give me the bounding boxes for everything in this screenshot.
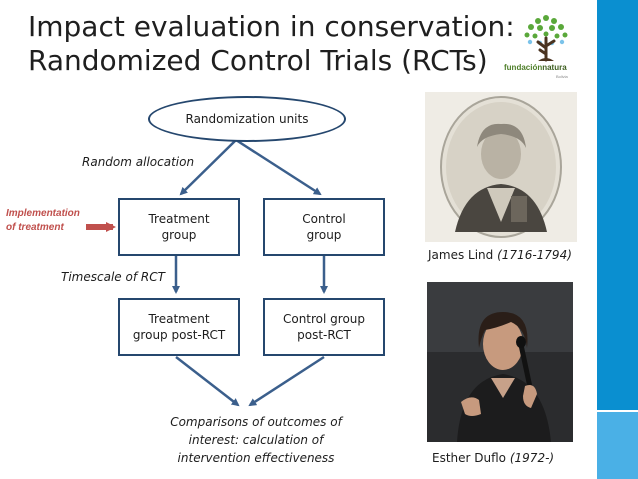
- timescale-label: Timescale of RCT: [61, 270, 165, 284]
- implementation-label: Implementation of treatment: [6, 207, 80, 235]
- logo-wordmark: fundaciónnatura: [504, 63, 567, 72]
- slide-title: Impact evaluation in conservation: Rando…: [28, 10, 515, 78]
- result-line-1: Comparisons of outcomes of: [170, 415, 342, 429]
- control-post-line-1: Control group: [282, 312, 366, 326]
- treatment-group-box: Treatment group: [118, 198, 240, 256]
- comparison-result-text: Comparisons of outcomes of interest: cal…: [146, 413, 366, 467]
- treatment-post-rct-box: Treatment group post-RCT: [118, 298, 240, 356]
- result-line-3: intervention effectiveness: [177, 451, 335, 465]
- logo-word-1: fundación: [504, 63, 543, 72]
- accent-bar-top: [597, 0, 638, 410]
- lind-name: James Lind: [428, 248, 494, 262]
- title-line-1: Impact evaluation in conservation:: [28, 10, 515, 43]
- logo-word-2: natura: [542, 63, 567, 72]
- duflo-dates: (1972-): [509, 451, 555, 465]
- control-group-box: Control group: [263, 198, 385, 256]
- randomization-units-node: Randomization units: [148, 96, 346, 142]
- title-line-2: Randomized Control Trials (RCTs): [28, 44, 488, 77]
- randomization-units-label: Randomization units: [185, 112, 309, 126]
- arrow-control-to-result: [248, 355, 325, 407]
- duflo-name: Esther Duflo: [432, 451, 507, 465]
- treatment-post-line-2: group post-RCT: [132, 328, 226, 342]
- lind-dates: (1716-1794): [497, 248, 572, 262]
- treatment-post-line-1: Treatment: [148, 312, 210, 326]
- james-lind-caption: James Lind (1716-1794): [428, 248, 572, 262]
- implementation-line-2: of treatment: [6, 222, 64, 233]
- control-post-rct-box: Control group post-RCT: [263, 298, 385, 356]
- control-post-line-2: post-RCT: [297, 328, 351, 342]
- arrow-treatment-to-result: [175, 356, 240, 407]
- esther-duflo-caption: Esther Duflo (1972-): [432, 451, 554, 465]
- random-allocation-label: Random allocation: [82, 155, 195, 169]
- control-line-1: Control: [302, 212, 346, 226]
- logo-tagline: Bolivia: [556, 74, 568, 79]
- accent-bar-bottom: [597, 412, 638, 479]
- result-line-2: interest: calculation of: [188, 433, 324, 447]
- treatment-line-2: group: [161, 228, 197, 242]
- fundacion-natura-logo-icon: [524, 15, 568, 62]
- esther-duflo-photo: [427, 282, 573, 442]
- arrow-to-control: [235, 138, 322, 196]
- arrow-to-treatment: [179, 139, 237, 196]
- implementation-line-1: Implementation: [6, 208, 80, 219]
- treatment-line-1: Treatment: [148, 212, 210, 226]
- control-line-2: group: [306, 228, 342, 242]
- james-lind-portrait: [425, 92, 577, 242]
